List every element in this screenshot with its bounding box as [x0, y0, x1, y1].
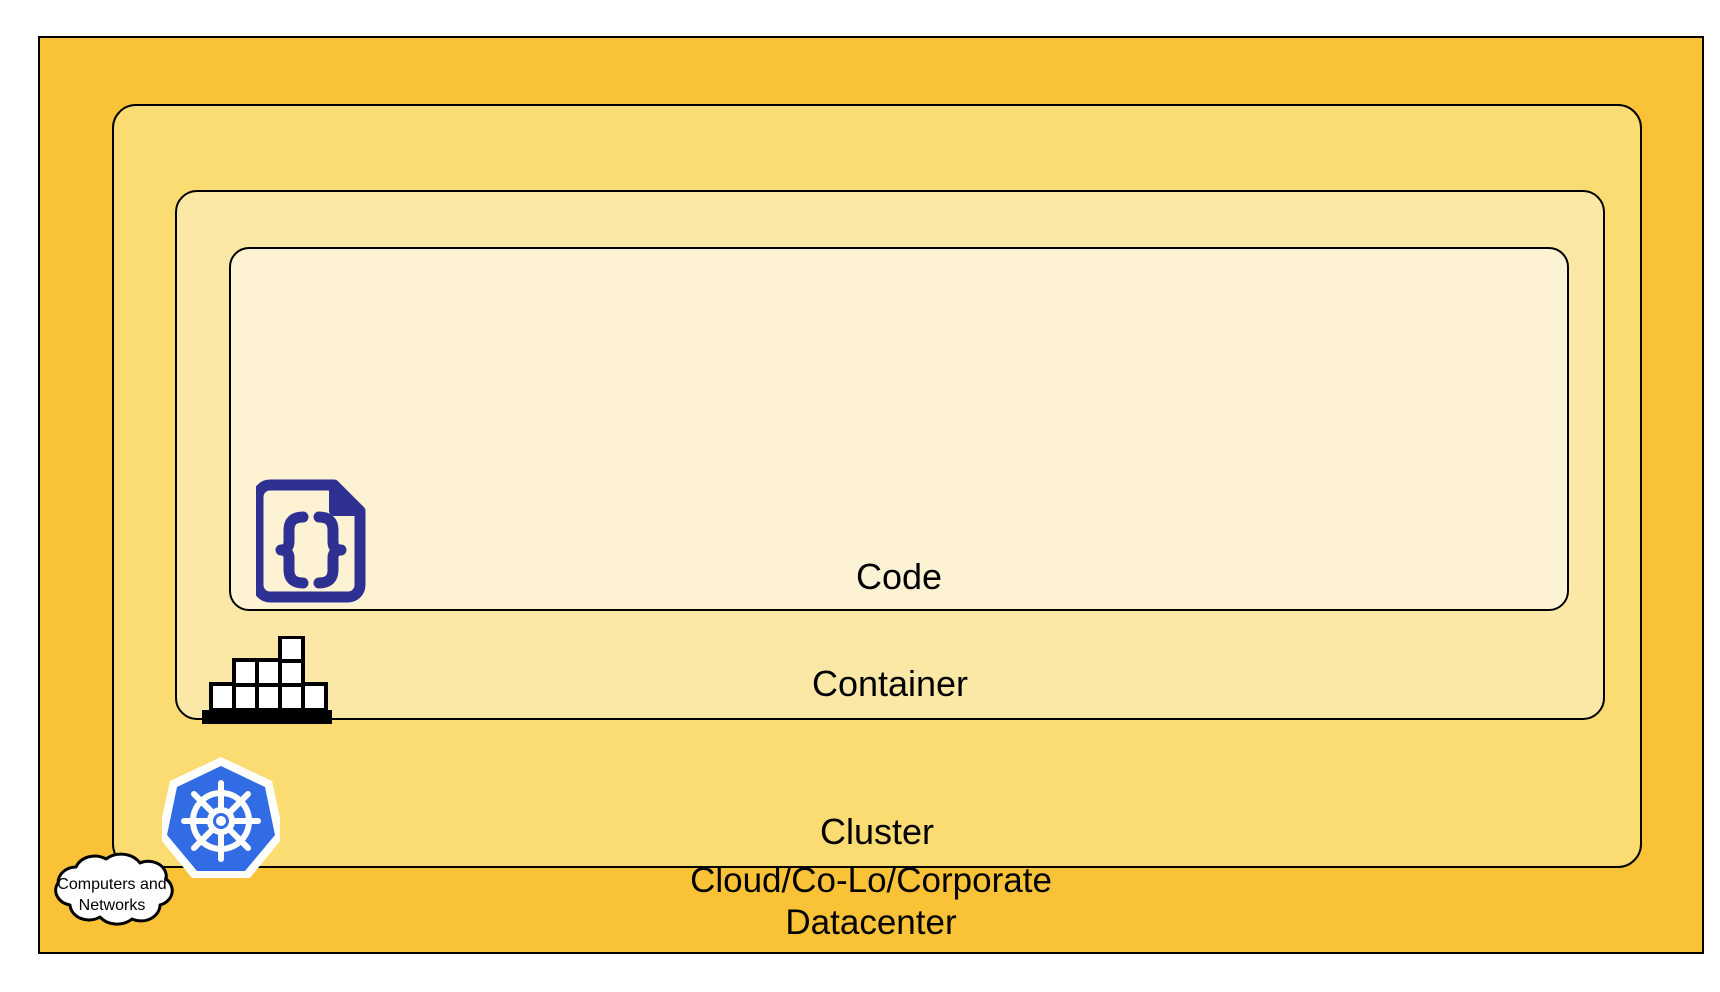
layer-datacenter[interactable]: Code	[38, 36, 1704, 954]
layer-cluster[interactable]: Code	[112, 104, 1642, 878]
layer-label-container: Container	[811, 663, 969, 704]
computers-and-networks-callout[interactable]: Computers and Networks	[32, 845, 192, 945]
layer-label-code: Code	[855, 556, 943, 597]
layer-label-datacenter: Cloud/Co-Lo/Corporate Datacenter	[690, 861, 1052, 942]
cloud-shape-icon	[54, 852, 174, 926]
kubernetes-helm-icon	[158, 755, 284, 880]
layer-label-cluster: Cluster	[819, 811, 935, 852]
container-bricks-icon	[202, 635, 332, 726]
layer-code[interactable]: Code	[229, 247, 1569, 611]
cloud-callout-label: Computers and Networks	[57, 876, 167, 914]
layer-container[interactable]: Code	[175, 190, 1605, 724]
code-braces-document-icon	[252, 479, 366, 604]
